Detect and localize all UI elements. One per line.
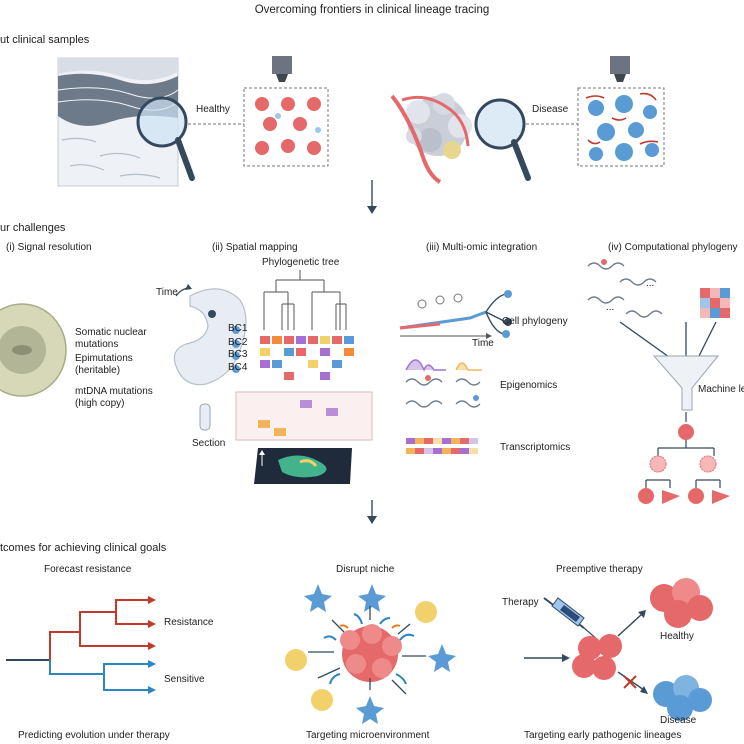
section-heading-samples: ut clinical samples [0,34,90,46]
label-dots-b: ... [606,302,615,313]
label-transcriptomics: Transcriptomics [500,442,571,453]
label-mtdna-b: (high copy) [75,398,125,409]
tree-arrowheads [148,596,156,694]
cell-phylogeny-illustration [399,290,512,339]
label-healthy-outcome: Healthy [660,631,694,642]
spatial-grid [235,391,373,484]
label-epigenomics: Epigenomics [500,380,558,391]
caption-preemptive: Targeting early pathogenic lineages [524,730,682,741]
epigenomics-tracks [405,359,482,408]
syringe-icon [543,597,599,641]
microscope-icon [610,56,630,82]
label-bc4: BC4 [228,362,248,373]
caption-forecast: Predicting evolution under therapy [18,730,170,741]
label-time-multiomic: Time [472,338,494,349]
cell-nucleus-illustration [0,303,67,397]
heading-preemptive-therapy: Preemptive therapy [556,564,643,575]
magnifier-icon [474,98,531,181]
healthy-cells-box [243,87,329,167]
heading-multi-omic: (iii) Multi-omic integration [426,242,538,253]
label-time-spatial: Time [156,287,178,298]
preemptive-illustration [524,578,713,721]
label-epimutations: Epimutations [75,353,133,364]
label-cell-phylogeny: Cell phylogeny [502,316,568,327]
disease-cells [585,92,659,161]
disease-cells-box [577,87,665,167]
label-sensitive: Sensitive [164,674,205,685]
magnifier-icon [136,96,195,181]
label-somatic-b: mutations [75,339,119,350]
label-somatic: Somatic nuclear [75,327,147,338]
caption-niche: Targeting microenvironment [306,730,430,741]
embryo-illustration [173,284,247,431]
flow-arrow [367,180,377,214]
computational-phylogeny-illustration [587,259,730,422]
section-heading-challenges: ur challenges [0,222,66,234]
heading-signal-resolution: (i) Signal resolution [6,242,92,253]
label-phylogenetic-tree: Phylogenetic tree [262,257,340,268]
label-bc1: BC1 [228,323,248,334]
heading-forecast-resistance: Forecast resistance [44,564,132,575]
heading-spatial-mapping: (ii) Spatial mapping [212,242,298,253]
microscope-icon [272,56,292,82]
label-therapy: Therapy [502,597,539,608]
figure-title: Overcoming frontiers in clinical lineage… [254,4,490,16]
niche-illustration [285,584,456,724]
healthy-cells [255,97,321,155]
label-disease: Disease [532,104,569,115]
label-bc2: BC2 [228,337,248,348]
label-resistance: Resistance [164,617,214,628]
label-healthy: Healthy [196,104,230,115]
label-mtdna: mtDNA mutations [75,386,153,397]
barcode-matrix [260,336,354,380]
transcriptomics-bars [406,438,478,454]
flow-arrow [367,500,377,524]
phylogenetic-tree [263,270,347,330]
section-heading-outcomes: tcomes for achieving clinical goals [0,542,167,554]
heading-computational-phylogeny: (iv) Computational phylogeny [608,242,738,253]
label-bc3: BC3 [228,349,248,360]
heading-disrupt-niche: Disrupt niche [336,564,395,575]
resistance-tree [6,599,150,691]
tumor-illustration [390,93,472,184]
label-epimutations-b: (heritable) [75,365,121,376]
label-machine-learning: Machine le [698,384,744,395]
label-disease-outcome: Disease [660,715,697,726]
label-dots-a: ... [646,278,655,289]
label-section: Section [192,438,226,449]
inferred-tree [638,424,730,504]
